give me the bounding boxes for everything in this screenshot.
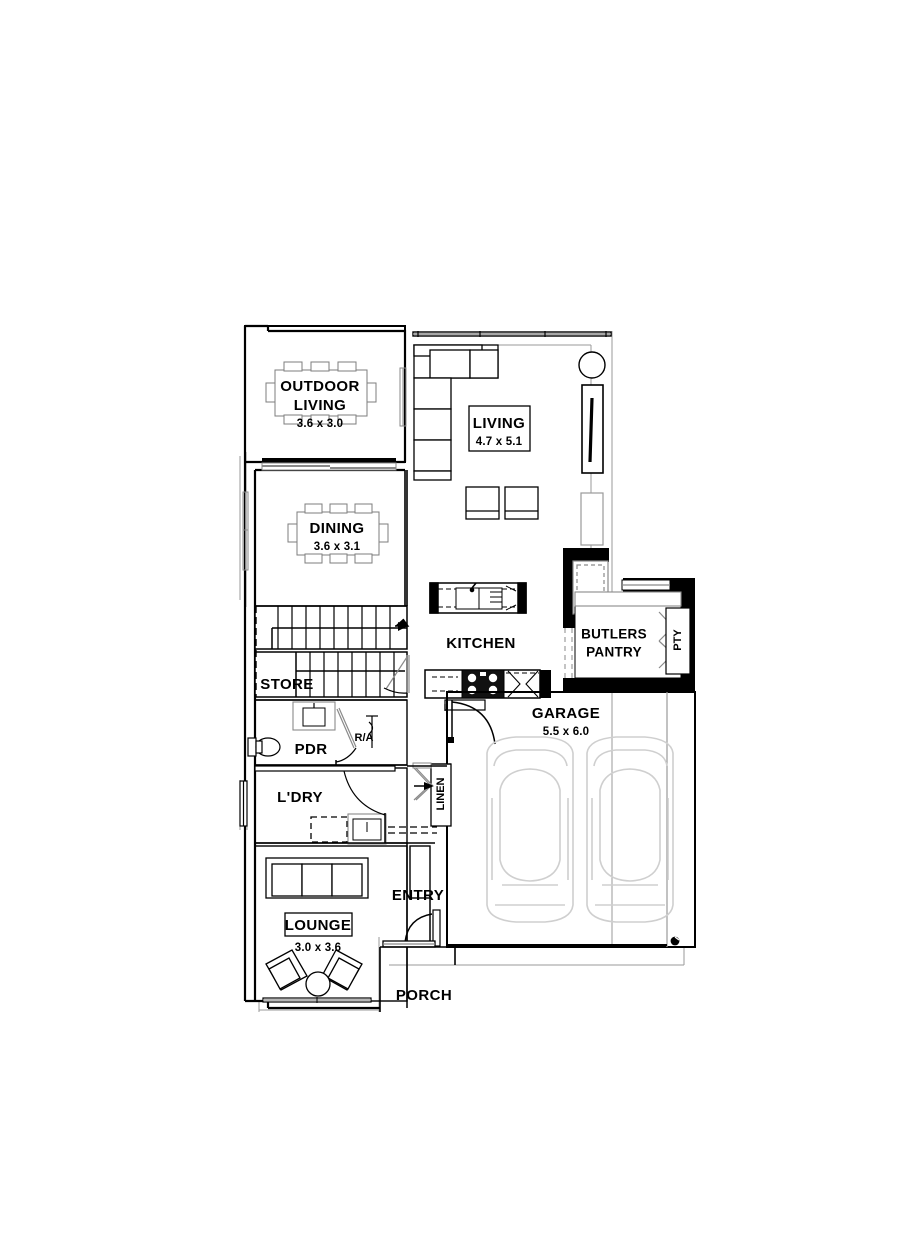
powder-room [247,699,408,766]
living-dimensions: 4.7 x 5.1 [476,436,523,448]
pdr-name: PDR [295,741,328,758]
living-tv-unit [581,384,604,474]
butlers-pantry-area [563,548,695,692]
dining-table [287,503,389,564]
garage-corner-marker [670,936,680,946]
lounge-name: LOUNGE [285,917,352,934]
porch-area [379,946,456,1012]
living-top-glazing [412,331,612,337]
living-round-side-table [578,351,606,379]
return-air-label: R/A [355,732,374,744]
cooktop [461,669,505,699]
car-outline-right [586,736,674,923]
outdoor-living-name-line1: OUTDOOR [280,378,359,395]
room-label-lounge: LOUNGE 3.0 x 3.6 [284,912,353,954]
garage-internal-door [446,700,496,745]
room-label-living: LIVING 4.7 x 5.1 [468,405,531,452]
porch-name: PORCH [396,987,452,1004]
room-label-porch: PORCH [396,987,452,1004]
linen-cupboard-label: LINEN [435,777,447,810]
annotation-pantry-cupboard: PTY [672,629,684,651]
living-sectional-sofa [413,344,499,481]
room-label-dining: DINING 3.6 x 3.1 [310,520,365,553]
butlers-pantry-name-line2: PANTRY [586,645,642,660]
pantry-cupboard-label: PTY [672,629,684,651]
interior-walls [255,470,408,844]
laundry-room [239,765,437,845]
dining-window [242,491,249,571]
room-label-entry: ENTRY [392,887,444,904]
outdoor-living-room [244,325,407,471]
living-ottomans [465,486,539,520]
living-name: LIVING [473,415,525,432]
return-air-symbol [366,715,378,748]
room-label-outdoor-living: OUTDOOR LIVING 3.6 x 3.0 [280,378,359,430]
garage-name: GARAGE [532,705,600,722]
outdoor-living-dimensions: 3.6 x 3.0 [297,418,344,430]
wc-fixture [247,737,281,757]
room-label-kitchen: KITCHEN [446,635,515,652]
entry-name: ENTRY [392,887,444,904]
car-outline-left [486,736,574,923]
annotation-return-air: R/A [355,732,374,744]
entry-hall [406,765,447,1008]
staircase [254,605,410,698]
outdoor-dining-table [265,361,377,425]
room-label-pdr: PDR [295,741,328,758]
butlers-pantry-name-line1: BUTLERS [581,627,647,642]
garage-dimensions: 5.5 x 6.0 [543,726,590,738]
kitchen-name: KITCHEN [446,635,515,652]
dining-name: DINING [310,520,365,537]
laundry-tub [347,813,387,845]
lounge-dimensions: 3.0 x 3.6 [295,942,342,954]
kitchen-sink [455,582,503,610]
annotation-linen-cupboard: LINEN [435,777,447,810]
laundry-name: L'DRY [277,789,323,806]
kitchen-area [424,582,551,711]
outdoor-living-name-line2: LIVING [294,397,346,414]
room-label-garage: GARAGE 5.5 x 6.0 [532,705,600,738]
dining-dimensions: 3.6 x 3.1 [314,541,361,553]
lounge-sofa [265,857,369,899]
lounge-armchairs [265,949,363,991]
front-door [382,909,441,948]
room-label-laundry: L'DRY [277,789,323,806]
store-name: STORE [260,676,313,693]
room-label-store: STORE [260,676,313,693]
living-storage-unit [580,492,604,546]
lounge-room [254,845,408,1003]
room-label-butlers-pantry: BUTLERS PANTRY [581,627,647,660]
